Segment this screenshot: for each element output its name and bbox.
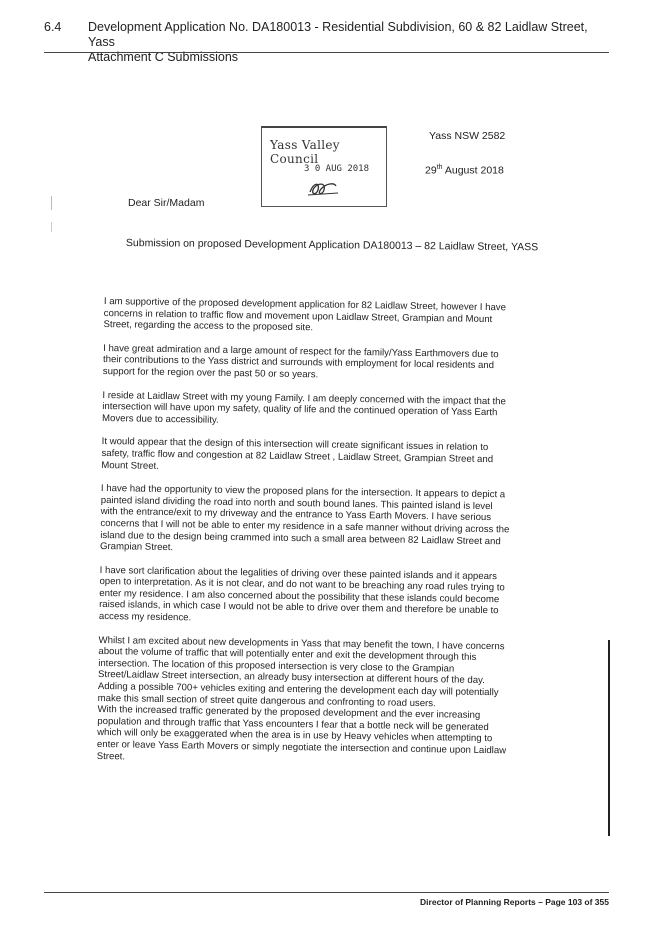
body-paragraph: I have had the opportunity to view the p…	[99, 483, 510, 554]
scan-artifact	[51, 222, 52, 232]
letter-date: 29th August 2018	[425, 164, 504, 177]
letter-subject: Submission on proposed Development Appli…	[125, 237, 539, 254]
header-divider	[44, 52, 609, 53]
salutation: Dear Sir/Madam	[128, 197, 205, 209]
received-stamp: Yass Valley Council 3 0 AUG 2018	[261, 126, 387, 207]
page-footer: Director of Planning Reports – Page 103 …	[420, 897, 609, 907]
letter-body: I am supportive of the proposed developm…	[96, 296, 513, 781]
section-number: 6.4	[44, 20, 62, 34]
date-day: 29	[425, 164, 437, 177]
page-header: 6.4 Development Application No. DA180013…	[44, 20, 609, 64]
scan-artifact	[51, 196, 52, 210]
body-paragraph: I have sort clarification about the lega…	[98, 564, 505, 624]
header-title-line-1: Development Application No. DA180013 - R…	[88, 20, 588, 49]
body-paragraph: Whilst I am excited about new developmen…	[97, 634, 505, 709]
body-paragraph: I have great admiration and a large amou…	[102, 342, 499, 381]
body-paragraph: With the increased traffic generated by …	[96, 704, 507, 762]
body-paragraph: I am supportive of the proposed developm…	[103, 296, 507, 334]
date-suffix: th	[436, 164, 443, 171]
stamp-organisation: Yass Valley Council	[270, 138, 340, 166]
scan-artifact	[608, 640, 610, 836]
stamp-initials-signature	[307, 183, 339, 196]
header-title: Development Application No. DA180013 - R…	[88, 20, 608, 65]
body-paragraph: It would appear that the design of this …	[101, 436, 494, 472]
footer-divider	[44, 892, 609, 893]
body-paragraph: I reside at Laidlaw Street with my young…	[101, 389, 506, 426]
date-month-year: August 2018	[442, 164, 504, 177]
header-title-line-2: Attachment C Submissions	[88, 50, 239, 64]
stamp-date: 3 0 AUG 2018	[304, 164, 370, 174]
sender-address: Yass NSW 2582	[429, 130, 506, 142]
